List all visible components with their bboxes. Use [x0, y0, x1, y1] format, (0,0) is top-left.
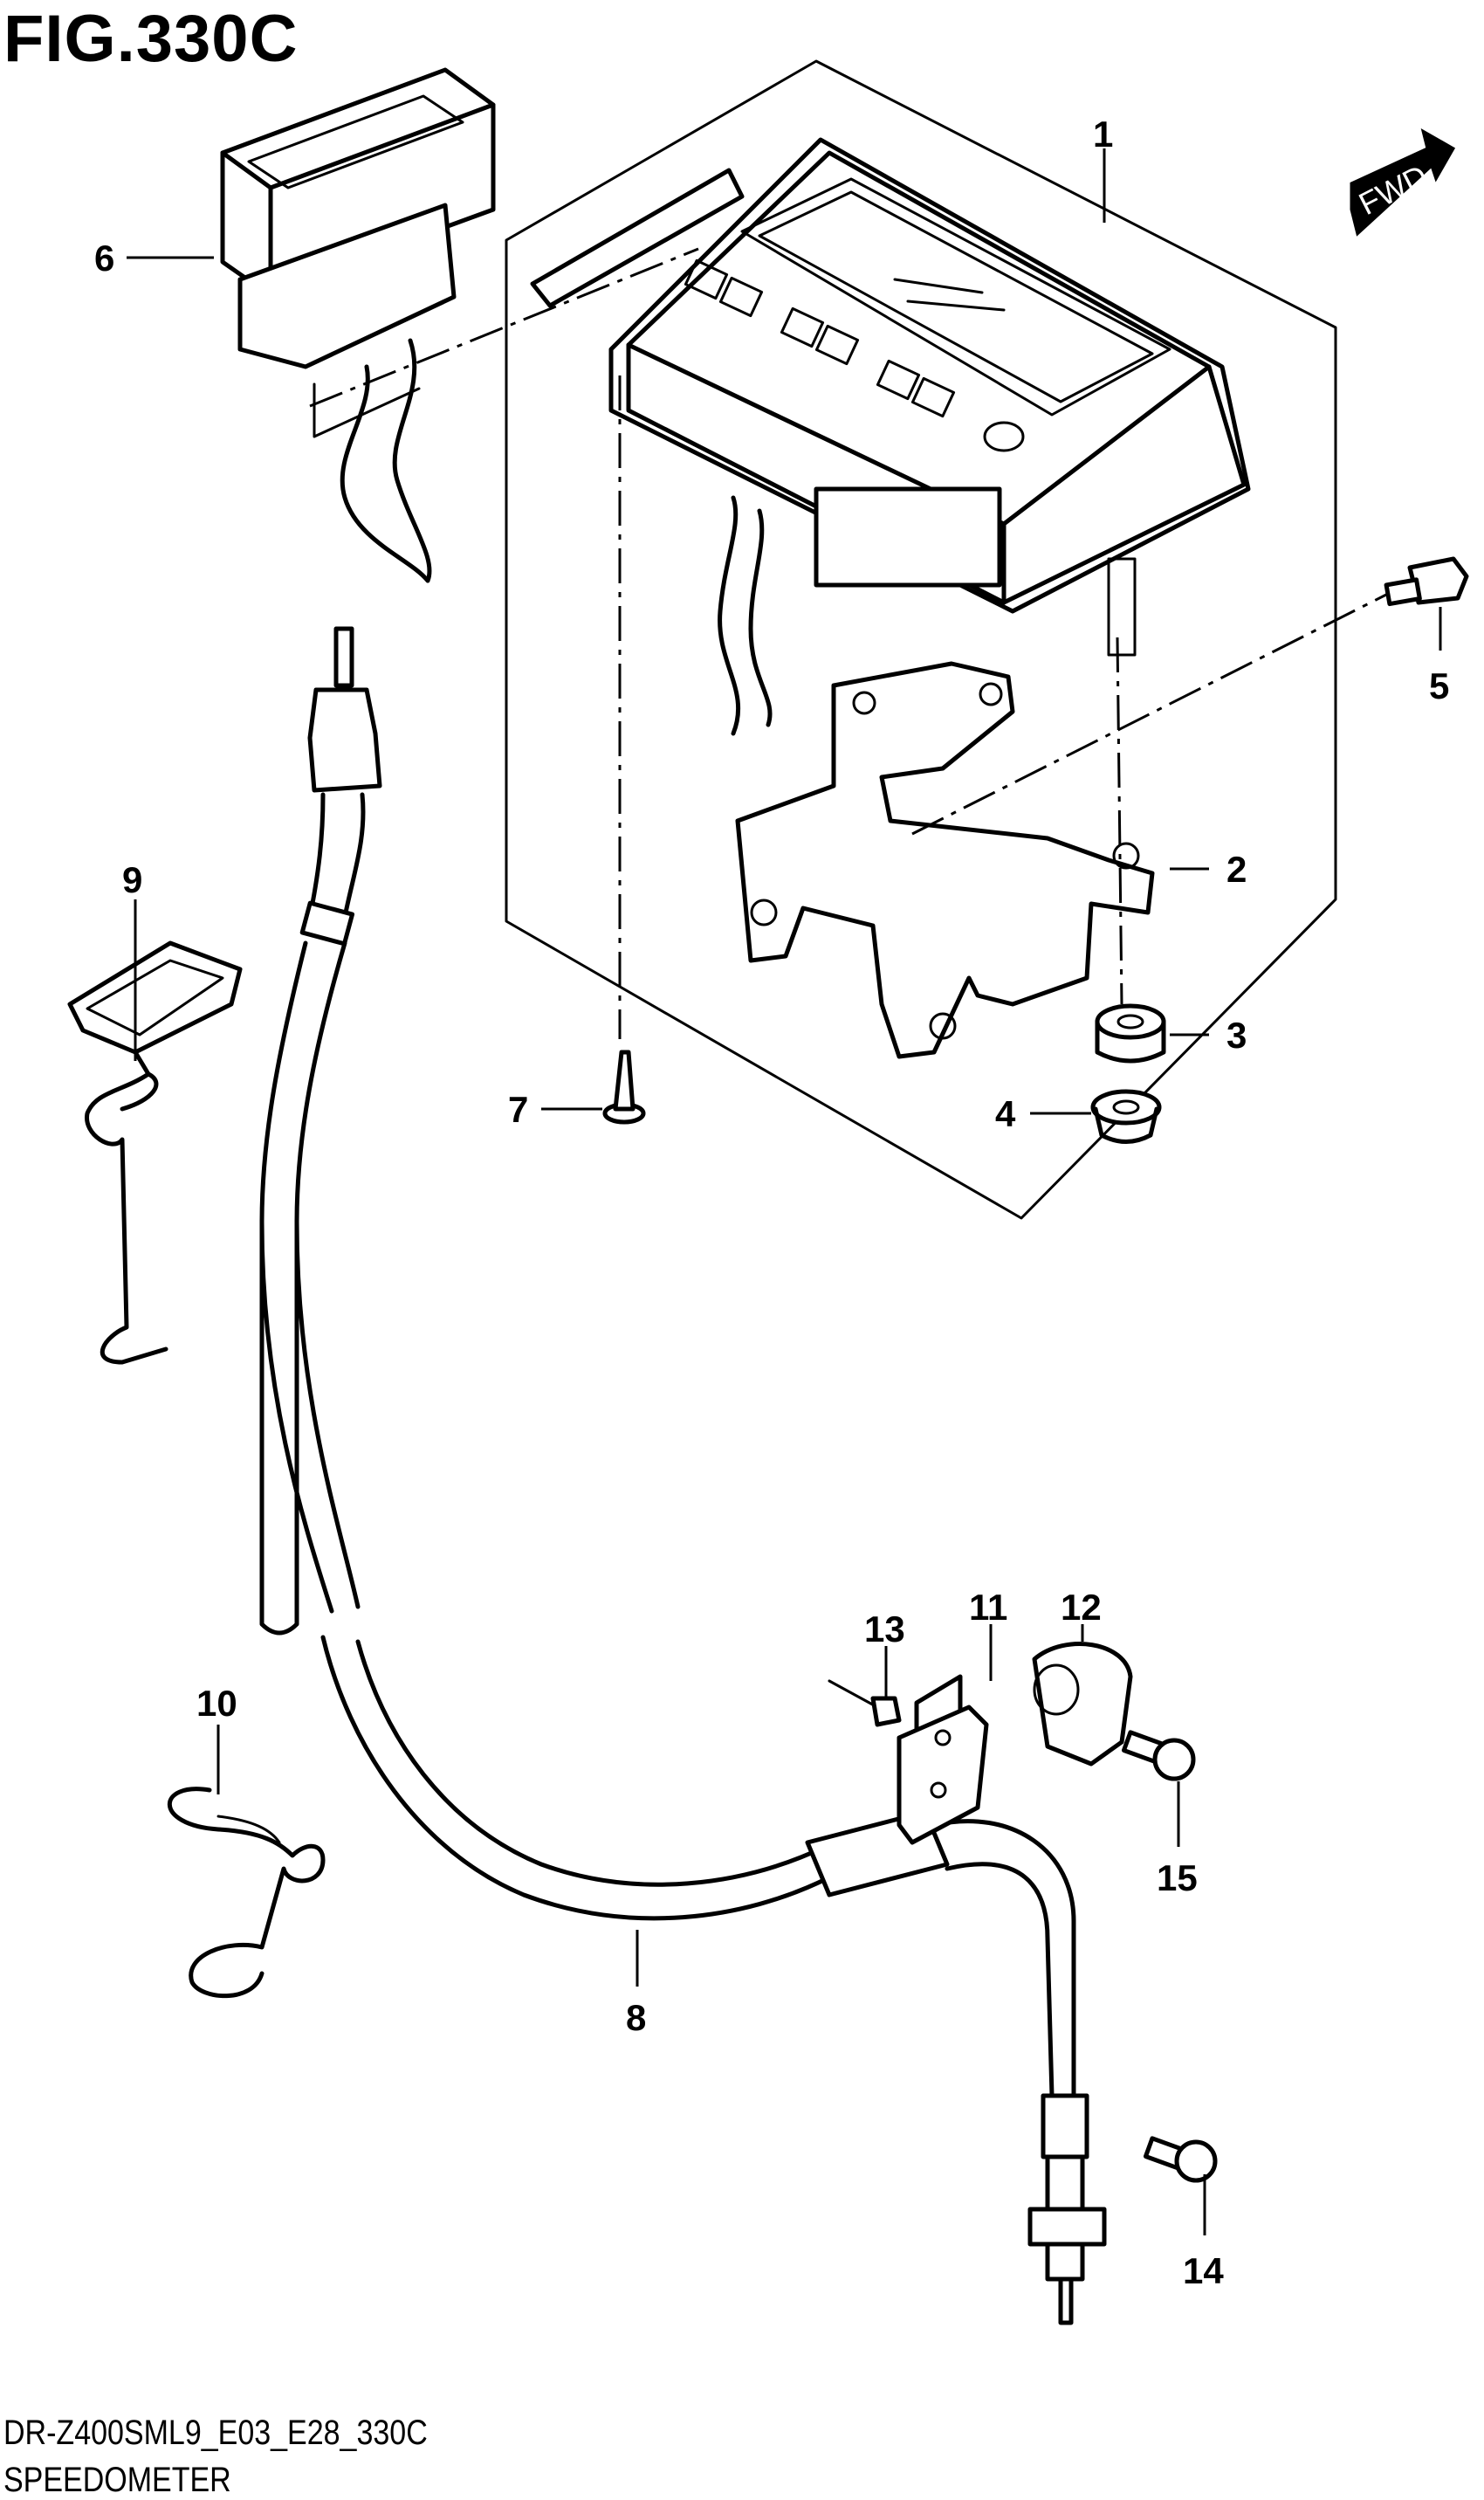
- wire-clamp-10: [167, 1787, 326, 1999]
- cable-clip: [1032, 1642, 1133, 1767]
- assembly-line: [309, 247, 699, 408]
- callout-6: 6: [94, 238, 114, 279]
- callout-15: 15: [1157, 1857, 1198, 1898]
- screw: [602, 1050, 646, 1125]
- assembly-line: [911, 592, 1389, 836]
- callout-10: 10: [196, 1683, 237, 1724]
- speedometer-cable: [259, 626, 1107, 2325]
- callout-11: 11: [969, 1587, 1007, 1628]
- screw-15: [1121, 1730, 1196, 1781]
- callout-2: 2: [1226, 849, 1247, 890]
- model-code: DR-Z400SML9_E03_E28_330C: [3, 2414, 428, 2452]
- callout-7: 7: [508, 1089, 528, 1130]
- callout-leaders: [127, 148, 1442, 2235]
- speedometer-unit: [530, 137, 1251, 736]
- callout-4: 4: [995, 1093, 1016, 1134]
- figure-name: SPEEDOMETER: [3, 2461, 231, 2499]
- callout-3: 3: [1226, 1015, 1247, 1056]
- rivet: [828, 1679, 902, 1727]
- fwd-arrow-icon: FWD: [1350, 127, 1456, 237]
- grommet: [1095, 1003, 1166, 1064]
- callout-5: 5: [1429, 665, 1449, 706]
- wire-clamp-9: [67, 940, 243, 1365]
- callout-1: 1: [1093, 114, 1113, 155]
- assembly-line: [1116, 637, 1123, 1005]
- callout-8: 8: [626, 1997, 646, 2038]
- screw-14: [1143, 2136, 1218, 2183]
- bolt: [1384, 556, 1469, 607]
- meter-cover: [220, 67, 496, 583]
- meter-bracket: [735, 661, 1155, 1059]
- bracket-plate: [897, 1674, 989, 1845]
- callout-9: 9: [122, 859, 142, 900]
- callout-12: 12: [1061, 1587, 1102, 1628]
- nut: [1090, 1089, 1162, 1144]
- callout-13: 13: [864, 1608, 905, 1649]
- assembly-outline: [505, 59, 1337, 1220]
- callout-14: 14: [1183, 2250, 1224, 2291]
- figure-title: FIG.330C: [3, 2, 299, 76]
